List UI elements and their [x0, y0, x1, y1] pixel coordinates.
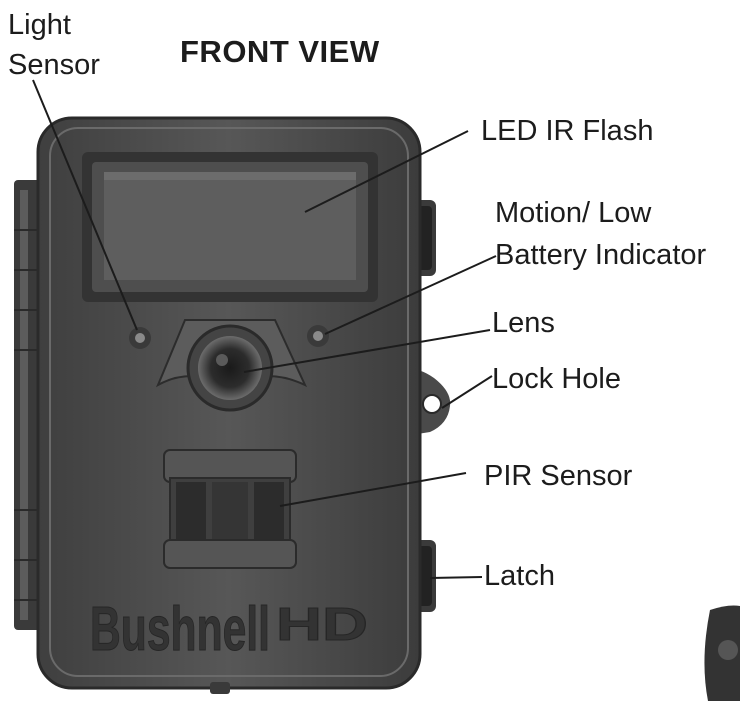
diagram-title: FRONT VIEW — [180, 34, 380, 69]
leader-lines — [32, 79, 497, 579]
label-light-sensor-line1: Light — [8, 9, 71, 41]
leader-pir-sensor — [279, 472, 467, 507]
leader-motion-indicator — [324, 255, 497, 335]
leader-lens — [243, 329, 491, 373]
brand-logo-suffix: HD — [276, 598, 368, 650]
label-pir-sensor: PIR Sensor — [484, 460, 633, 492]
leader-led-ir-flash — [304, 130, 469, 213]
label-latch: Latch — [484, 560, 555, 592]
label-light-sensor-line2: Sensor — [8, 49, 100, 81]
label-lock-hole: Lock Hole — [492, 363, 621, 395]
label-lens: Lens — [492, 307, 555, 339]
pir-sensor — [163, 449, 297, 569]
leader-light-sensor — [32, 79, 138, 331]
label-led-ir-flash: LED IR Flash — [481, 115, 654, 147]
light-sensor — [129, 327, 151, 349]
leader-latch — [429, 576, 483, 579]
label-motion-line1: Motion/ Low — [495, 197, 652, 229]
label-motion-line2: Battery Indicator — [495, 239, 707, 271]
motion-indicator — [307, 325, 329, 347]
accessory-fragment — [704, 605, 740, 701]
led-ir-flash-panel — [82, 152, 378, 302]
leader-lock-hole — [441, 375, 493, 409]
brand-logo: Bushnell — [90, 595, 270, 664]
